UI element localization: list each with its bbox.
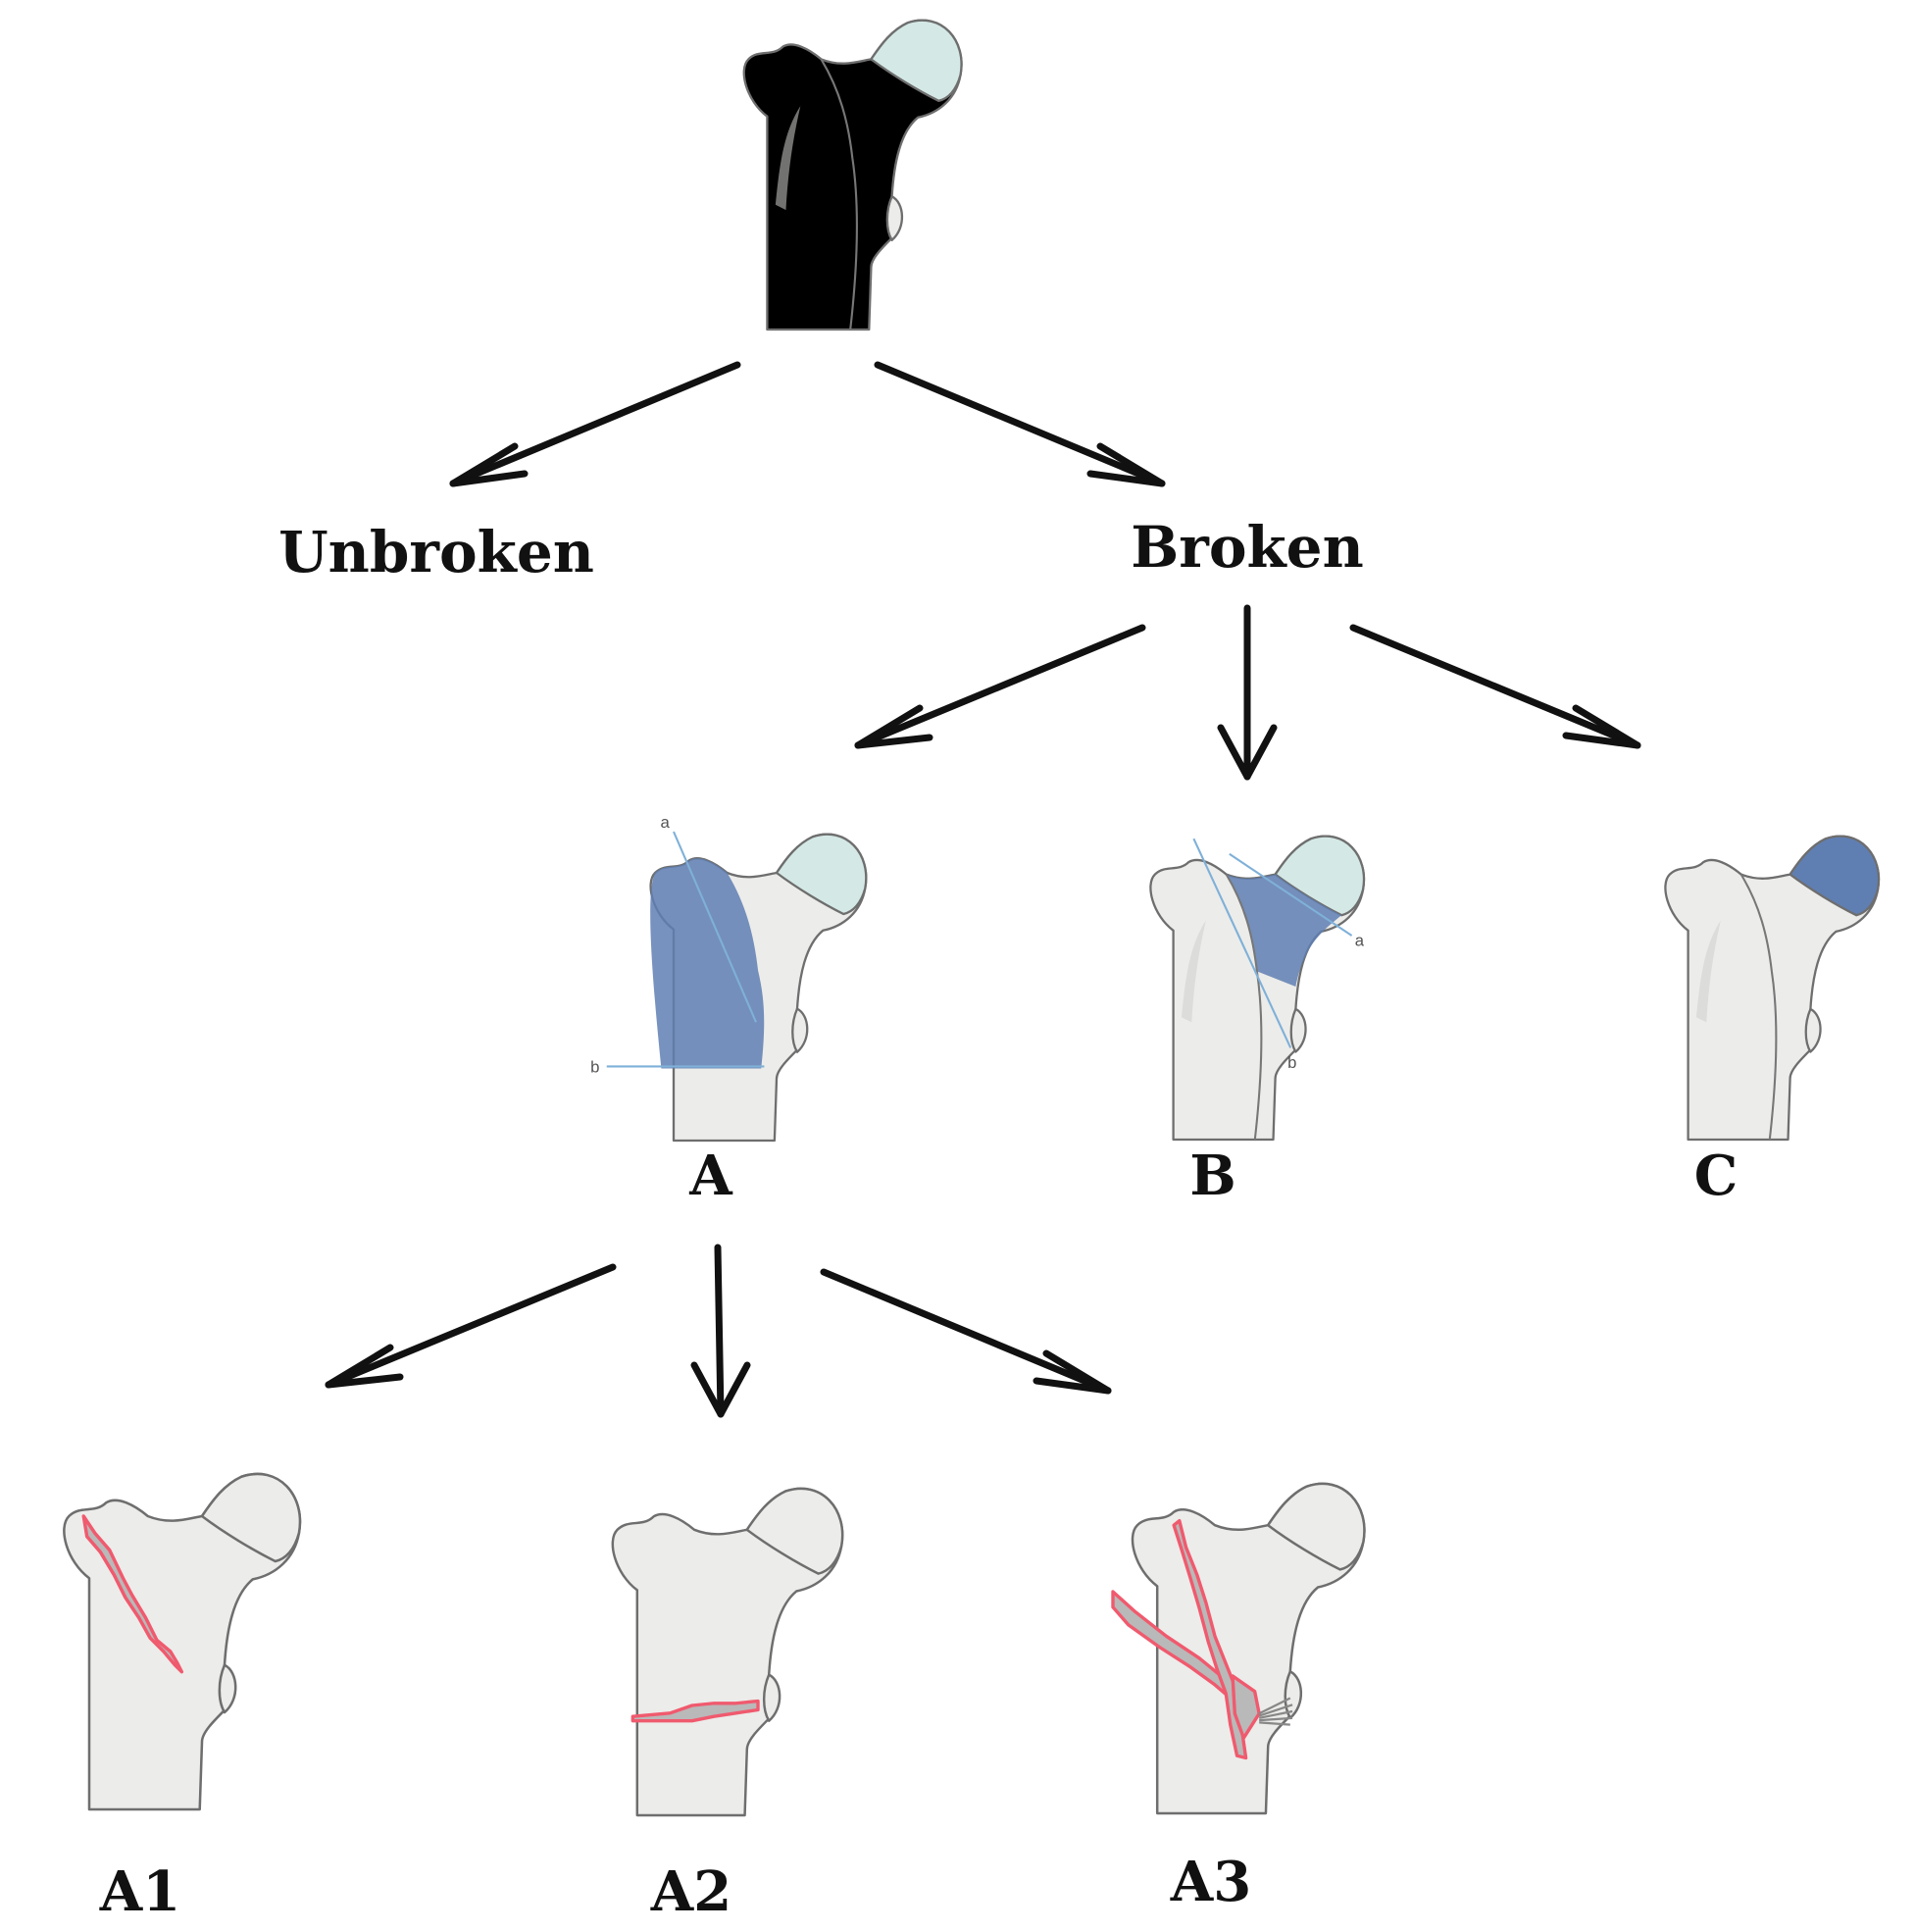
tendon-fibers-icon <box>1258 1697 1293 1726</box>
arrow-to-type-a <box>854 624 1146 749</box>
lesser-trochanter <box>762 1673 781 1722</box>
guide-label-b: b <box>1287 1053 1296 1072</box>
arrow-to-type-b <box>1217 604 1278 781</box>
fracture-fragment-a3 <box>1231 1674 1261 1740</box>
femur-type-b-illustration: a b <box>1149 835 1366 1142</box>
arrows-level-3 <box>325 1244 1112 1418</box>
guide-label-a: a <box>1355 931 1365 949</box>
region-a-highlight <box>650 858 765 1069</box>
arrow-to-broken <box>874 361 1166 487</box>
guide-label-b: b <box>590 1058 599 1077</box>
label-type-b: B <box>1189 1144 1235 1208</box>
label-unbroken: Unbroken <box>278 519 594 585</box>
lesser-trochanter <box>1284 1670 1303 1720</box>
lesser-trochanter <box>885 195 904 242</box>
guide-line-b <box>1192 838 1292 1048</box>
arrows-level-2 <box>854 604 1641 781</box>
label-a2: A2 <box>650 1859 731 1924</box>
femur-type-a-illustration: a b <box>590 813 868 1143</box>
guide-line-a <box>673 831 757 1023</box>
arrow-to-unbroken <box>449 361 741 487</box>
lesser-trochanter <box>791 1007 809 1053</box>
arrow-to-a1 <box>325 1263 617 1389</box>
fracture-line-a3-vertical <box>1172 1518 1248 1760</box>
label-a1: A1 <box>99 1859 180 1924</box>
region-b-highlight <box>1226 874 1342 987</box>
fracture-line-a2 <box>630 1699 760 1723</box>
label-a3: A3 <box>1170 1850 1251 1914</box>
femur-a1-illustration <box>63 1472 302 1811</box>
arrow-to-a2 <box>690 1244 751 1418</box>
arrow-to-a3 <box>820 1268 1112 1395</box>
lesser-trochanter <box>1804 1007 1822 1053</box>
guide-line-a <box>1229 852 1353 937</box>
arrow-to-type-c <box>1349 624 1641 749</box>
femur-type-c-illustration <box>1664 835 1881 1142</box>
femur-a2-illustration <box>611 1487 844 1817</box>
label-type-c: C <box>1694 1144 1739 1208</box>
femur-top-illustration <box>742 19 963 331</box>
fracture-line-a1 <box>81 1514 184 1674</box>
lesser-trochanter <box>218 1663 237 1714</box>
femur-a3-illustration <box>1111 1482 1366 1815</box>
guide-label-a: a <box>660 813 670 832</box>
lesser-trochanter <box>1289 1007 1307 1053</box>
label-broken: Broken <box>1131 514 1364 581</box>
arrows-level-1 <box>449 361 1166 487</box>
label-type-a: A <box>688 1144 733 1208</box>
